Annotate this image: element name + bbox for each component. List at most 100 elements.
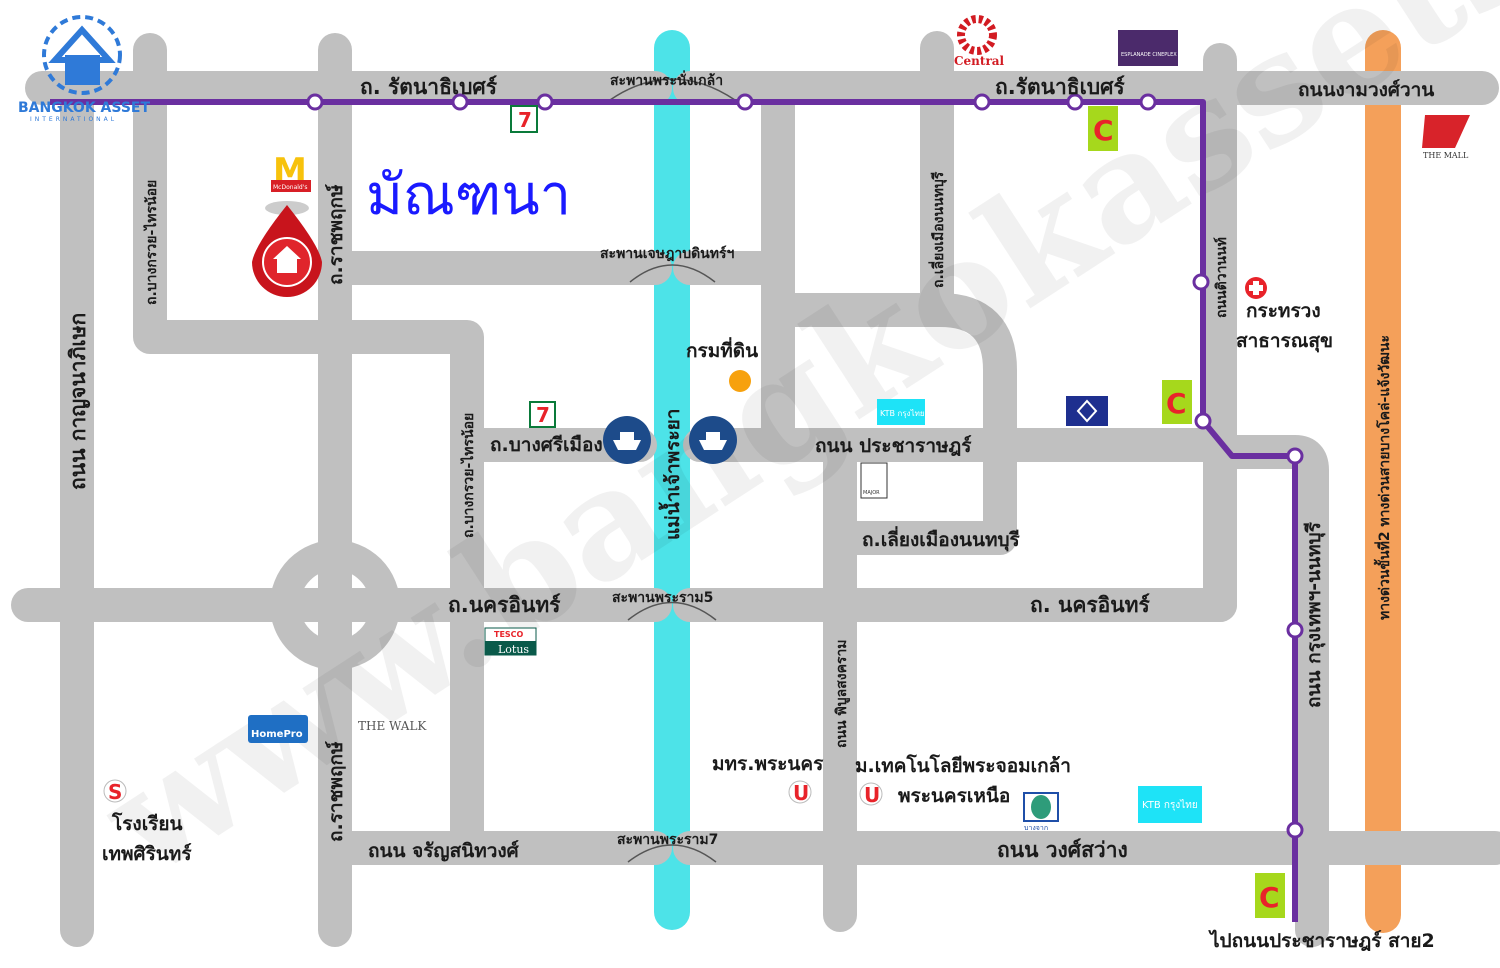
- svg-text:C: C: [1166, 387, 1187, 420]
- ktb-logo: KTB กรุงไทย: [877, 399, 925, 425]
- homepro-logo: HomePro: [248, 715, 308, 743]
- road-network: [11, 31, 1500, 947]
- station[interactable]: [1066, 93, 1084, 111]
- svg-text:BANGKOK ASSET: BANGKOK ASSET: [18, 100, 150, 116]
- tesco-lotus-logo: TESCO Lotus: [484, 627, 537, 656]
- the-mall-logo: THE MALL: [1422, 115, 1470, 160]
- label-land-dept: กรมที่ดิน: [686, 337, 758, 362]
- svg-text:THE WALK: THE WALK: [358, 719, 427, 733]
- station[interactable]: [306, 93, 324, 111]
- bangkok-bank-logo: [1066, 396, 1108, 426]
- station[interactable]: [1286, 821, 1304, 839]
- label-bridge-rama5: สะพานพระราม5: [612, 590, 713, 606]
- station[interactable]: [1286, 621, 1304, 639]
- label-rattanathibet: ถ. รัตนาธิเบศร์: [360, 75, 498, 99]
- label-to-pracharat2: ไปถนนประชาราษฎร์ สาย2: [1208, 929, 1435, 952]
- label-school-1: โรงเรียน: [111, 812, 183, 835]
- bridge-arc-jessadabodin: [629, 264, 716, 283]
- bridge-arc-rama5: [627, 601, 717, 621]
- label-ngamwongwan: ถนนงามวงศ์วาน: [1298, 79, 1434, 101]
- ktb-logo: KTB กรุงไทย: [1138, 786, 1202, 823]
- svg-text:7: 7: [518, 108, 532, 132]
- svg-text:U: U: [793, 781, 809, 805]
- label-wongsawang: ถนน วงศ์สว่าง: [997, 838, 1128, 862]
- svg-text:THE MALL: THE MALL: [1423, 151, 1469, 160]
- university-icon: U: [788, 780, 812, 805]
- seven-eleven-logo: 7: [529, 401, 556, 428]
- label-bangkok-nonthaburi: ถนน กรุงเทพฯ-นนทบุรี: [1303, 521, 1326, 708]
- label-bangkruai-sainoi-south: ถ.บางกรวย-ไทรน้อย: [459, 413, 477, 538]
- road-liangmuang-curve: [761, 293, 1017, 555]
- svg-text:C: C: [1093, 114, 1114, 147]
- station[interactable]: [1139, 93, 1157, 111]
- label-liangmuang-north: ถ.เลี่ยงเมืองนนทบุรี: [928, 171, 947, 288]
- mcdonalds-logo: M McDonald's: [271, 151, 311, 192]
- station[interactable]: [1192, 273, 1210, 291]
- label-tiwanon: ถนนติวานนท์: [1213, 237, 1230, 318]
- svg-text:KTB กรุงไทย: KTB กรุงไทย: [1142, 799, 1198, 811]
- svg-text:C: C: [1259, 881, 1280, 914]
- bridges: [609, 78, 736, 863]
- label-school-2: เทพศิรินทร์: [102, 843, 192, 865]
- esplanade-logo: ESPLANADE CINEPLEX: [1118, 30, 1178, 66]
- big-c-logo: C: [1088, 106, 1118, 151]
- svg-text:Lotus: Lotus: [498, 643, 529, 656]
- label-nakhonin-east: ถ. นครอินทร์: [1030, 593, 1150, 617]
- bangkok-asset-logo: BANGKOK ASSET INTERNATIONAL: [18, 15, 150, 123]
- label-bridge-rama7: สะพานพระราม7: [617, 832, 718, 848]
- label-bangsrimuang: ถ.บางศรีเมือง: [490, 434, 603, 456]
- bangchak-logo: บางจาก: [1023, 792, 1059, 832]
- label-rattanathibet-east: ถ.รัตนาธิเบศร์: [995, 75, 1125, 99]
- seven-eleven-logo: 7: [510, 105, 538, 133]
- label-pracharat: ถนน ประชาราษฎร์: [815, 435, 972, 457]
- label-bangkruai-sainoi-north: ถ.บางกรวย-ไทรน้อย: [142, 180, 160, 305]
- label-ministry-2: สาธารณสุข: [1236, 330, 1333, 353]
- roundabout: [270, 540, 400, 670]
- label-phibunsongkhram: ถนน พิบูลสงคราม: [834, 639, 850, 748]
- station[interactable]: [1286, 447, 1304, 465]
- label-ratchaphruek-north: ถ.ราชพฤกษ์: [325, 184, 347, 285]
- label-ratchaphruek-south: ถ.ราชพฤกษ์: [325, 741, 347, 842]
- svg-text:7: 7: [536, 403, 550, 427]
- ferry-pier-icon: [603, 416, 651, 464]
- project-title: มัณฑนา: [366, 163, 571, 228]
- svg-text:McDonald's: McDonald's: [273, 184, 308, 191]
- svg-text:S: S: [108, 780, 122, 804]
- university-icon: U: [859, 782, 883, 807]
- bridge-arc-nangklao: [609, 78, 736, 101]
- svg-text:ESPLANADE CINEPLEX: ESPLANADE CINEPLEX: [1121, 52, 1177, 58]
- label-river: แม่น้ำเจ้าพระยา: [658, 409, 684, 540]
- svg-text:MAJOR: MAJOR: [863, 490, 880, 496]
- big-c-logo: C: [1255, 873, 1285, 918]
- svg-text:U: U: [864, 783, 880, 807]
- home-icon: [273, 246, 301, 273]
- label-kmutnb-1: ม.เทคโนโลยีพระจอมเกล้า: [855, 754, 1071, 777]
- metro-stations: [306, 93, 1304, 839]
- svg-text:KTB กรุงไทย: KTB กรุงไทย: [880, 409, 925, 418]
- big-c-logo: C: [1162, 380, 1192, 424]
- label-kmutnb-2: พระนครเหนือ: [898, 785, 1010, 807]
- svg-text:บางจาก: บางจาก: [1024, 824, 1048, 832]
- station[interactable]: [451, 93, 469, 111]
- svg-text:Central: Central: [954, 54, 1005, 68]
- project-location-pin[interactable]: [252, 201, 322, 297]
- label-expressway: ทางด่วนขั้นที่2 ทางด่วนสายบางโคล่-แจ้งวั…: [1373, 335, 1393, 620]
- label-bridge-nangklao: สะพานพระนั่งเกล้า: [610, 70, 723, 89]
- label-ministry-1: กระทรวง: [1246, 300, 1321, 322]
- svg-text:INTERNATIONAL: INTERNATIONAL: [30, 116, 117, 123]
- bridge-arc-rama7: [627, 844, 717, 863]
- ferry-pier-icon: [689, 416, 737, 464]
- station[interactable]: [536, 93, 554, 111]
- label-nakhonin-west: ถ.นครอินทร์: [448, 593, 561, 617]
- station[interactable]: [973, 93, 991, 111]
- station[interactable]: [736, 93, 754, 111]
- svg-text:HomePro: HomePro: [251, 729, 303, 740]
- label-liangmuang-south: ถ.เลี่ยงเมืองนนทบุรี: [862, 526, 1021, 552]
- label-charansanitwong: ถนน จรัญสนิทวงศ์: [368, 840, 520, 862]
- school-icon: S: [103, 779, 127, 804]
- label-rmutp: มทร.พระนคร: [712, 753, 824, 775]
- the-walk-logo: THE WALK: [358, 719, 427, 733]
- central-logo: Central: [954, 15, 1005, 68]
- station[interactable]: [1194, 412, 1212, 430]
